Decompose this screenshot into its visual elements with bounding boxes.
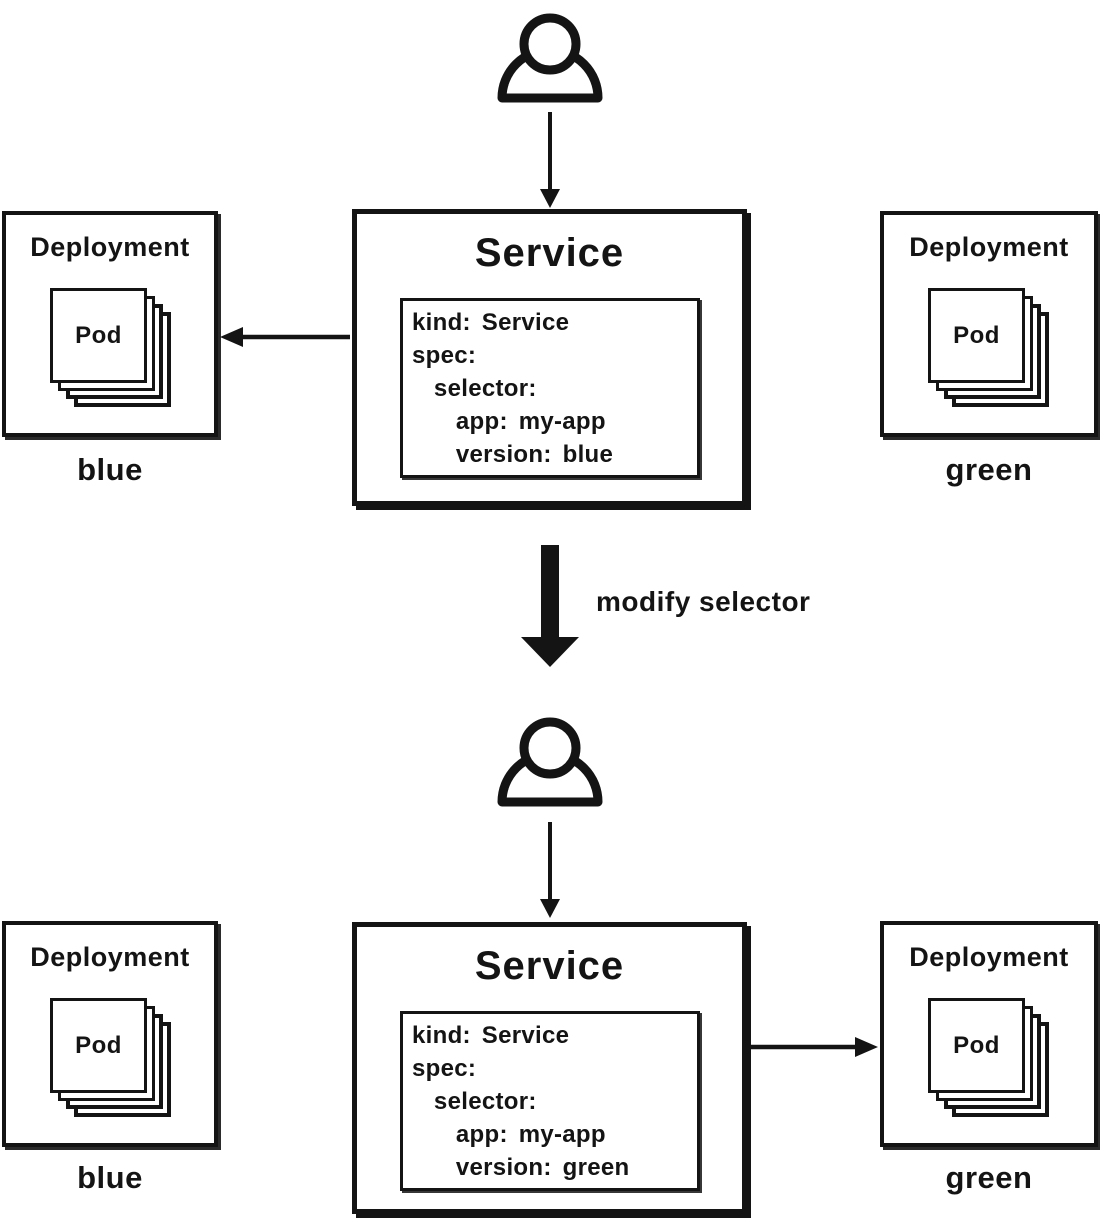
yaml-line: spec: [412, 342, 477, 369]
pod-stack: Pod [928, 998, 1049, 1117]
yaml-line: app: my-app [412, 408, 606, 435]
pod-stack: Pod [50, 998, 171, 1117]
deployment-box-green: Deployment Pod [880, 921, 1098, 1147]
env-label-green: green [945, 452, 1033, 487]
yaml-line: spec: [412, 1055, 477, 1082]
service-box: Service kind: Service spec: selector: ap… [352, 209, 747, 506]
pod-card: Pod [50, 288, 147, 383]
deployment-box-blue: Deployment Pod [2, 921, 218, 1147]
arrow-service-to-blue [220, 327, 350, 347]
yaml-line: kind: Service [412, 1022, 570, 1049]
deployment-title: Deployment [30, 232, 190, 262]
service-box: Service kind: Service spec: selector: ap… [352, 922, 747, 1214]
pod-card: Pod [928, 998, 1025, 1093]
pod-label: Pod [953, 1031, 1000, 1059]
service-yaml-box: kind: Service spec: selector: app: my-ap… [400, 1011, 700, 1191]
env-label-green: green [945, 1160, 1033, 1195]
deployment-box-green: Deployment Pod [880, 211, 1098, 437]
pod-card: Pod [928, 288, 1025, 383]
yaml-line: selector: [412, 375, 537, 402]
deployment-title: Deployment [30, 942, 190, 972]
deployment-title: Deployment [909, 232, 1069, 262]
deployment-box-blue: Deployment Pod [2, 211, 218, 437]
pod-stack: Pod [928, 288, 1049, 407]
yaml-line: version: green [412, 1154, 630, 1181]
arrow-user-to-service [540, 112, 560, 208]
yaml-line: selector: [412, 1088, 537, 1115]
arrow-service-to-green [749, 1037, 878, 1057]
modify-selector-arrow [521, 545, 579, 667]
service-yaml-box: kind: Service spec: selector: app: my-ap… [400, 298, 700, 478]
env-label-blue: blue [77, 452, 143, 487]
env-label-blue: blue [77, 1160, 143, 1195]
user-icon [497, 717, 603, 807]
user-icon [497, 13, 603, 103]
transition-label: modify selector [596, 586, 811, 617]
yaml-line: app: my-app [412, 1121, 606, 1148]
pod-card: Pod [50, 998, 147, 1093]
pod-label: Pod [75, 321, 122, 349]
pod-label: Pod [75, 1031, 122, 1059]
pod-label: Pod [953, 321, 1000, 349]
service-title: Service [474, 944, 625, 988]
yaml-line: version: blue [412, 441, 614, 468]
pod-stack: Pod [50, 288, 171, 407]
arrow-user-to-service [540, 822, 560, 918]
deployment-title: Deployment [909, 942, 1069, 972]
service-title: Service [474, 231, 625, 275]
yaml-line: kind: Service [412, 309, 570, 336]
